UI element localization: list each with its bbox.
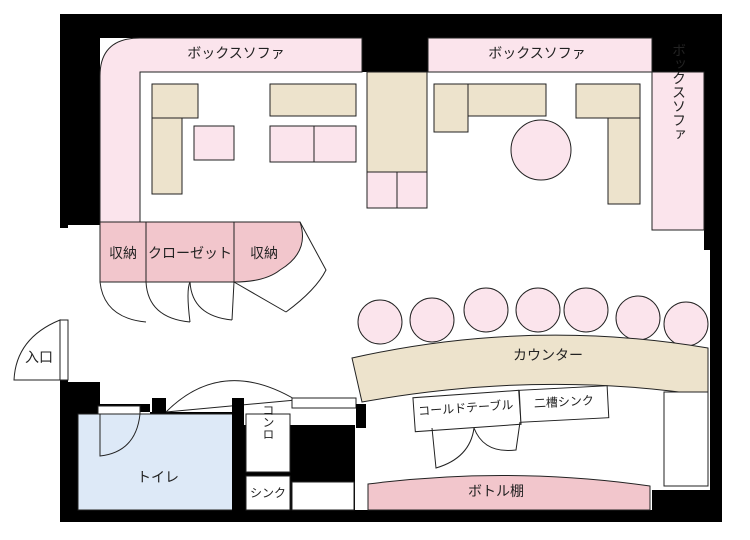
- stove: [245, 413, 291, 473]
- toilet-label: トイレ: [137, 470, 179, 486]
- table-right-b-side: [607, 117, 641, 205]
- door-swing-storage-1: [99, 281, 147, 323]
- closet-label: クローゼット: [148, 246, 232, 262]
- entrance-door: [13, 319, 61, 381]
- table-right-a-side: [433, 83, 469, 133]
- center-stool-b: [396, 171, 428, 209]
- double-sink-label: 二槽シンク: [534, 393, 595, 410]
- door-swing-closet-a: [145, 281, 191, 323]
- center-table: [366, 71, 428, 173]
- stool-mid-b: [313, 125, 357, 163]
- toilet-door-frame: [97, 405, 141, 415]
- cold-table-door-swing: [431, 421, 521, 469]
- double-sink: [518, 385, 610, 423]
- storage-1-label: 収納: [109, 246, 137, 262]
- bar-stool-3: [463, 287, 509, 333]
- sofa-top-left: [99, 37, 363, 223]
- table-left-top: [151, 83, 199, 119]
- center-stool-a: [366, 171, 398, 209]
- round-table: [510, 119, 572, 181]
- stool-mid-a: [269, 125, 315, 163]
- stool-left-square: [193, 125, 235, 161]
- kitchen-shelf-top: [291, 397, 357, 409]
- kitchen-door-leaf: [165, 399, 297, 413]
- door-swing-closet-b: [189, 281, 235, 321]
- sofa-right: [651, 71, 705, 231]
- toilet-door-swing: [99, 413, 141, 457]
- sofa-top-right: [427, 37, 653, 73]
- sink-label: シンク: [250, 486, 286, 500]
- table-right-b-top: [575, 83, 641, 119]
- sofa-right-label: ボックスソファ: [670, 43, 686, 141]
- storage-1: [99, 221, 147, 283]
- entrance-jamb: [59, 319, 69, 381]
- sofa-top-right-label: ボックスソファ: [488, 46, 586, 62]
- bar-stool-4: [515, 287, 561, 333]
- storage-2-label: 収納: [250, 246, 278, 262]
- counter-label: カウンター: [513, 348, 583, 364]
- bar-stool-5: [563, 287, 609, 333]
- toilet-room: [77, 413, 239, 511]
- cold-table-label: コールドテーブル: [418, 397, 514, 419]
- bottle-shelf: [367, 474, 651, 511]
- door-swing-storage-2: [233, 221, 327, 313]
- sofa-top-left-label: ボックスソファ: [187, 46, 285, 62]
- storage-2: [233, 221, 303, 283]
- kitchen-door-swing: [165, 380, 297, 413]
- table-mid-top: [269, 83, 357, 117]
- table-left-long: [151, 117, 183, 195]
- right-counter-column: [663, 391, 709, 487]
- bar-stool-7: [663, 301, 709, 347]
- stove-label: コンロ: [261, 404, 275, 440]
- sink: [245, 475, 291, 511]
- bar-stool-2: [409, 297, 455, 343]
- bar-stool-6: [615, 295, 661, 341]
- kitchen-wall-mid: [356, 404, 366, 428]
- entrance-label: 入口: [25, 350, 53, 366]
- sink-adjacent-unit: [291, 481, 355, 511]
- bottle-shelf-label: ボトル棚: [468, 484, 524, 500]
- bar-stool-1: [357, 299, 403, 345]
- kitchen-wall-left: [232, 398, 244, 522]
